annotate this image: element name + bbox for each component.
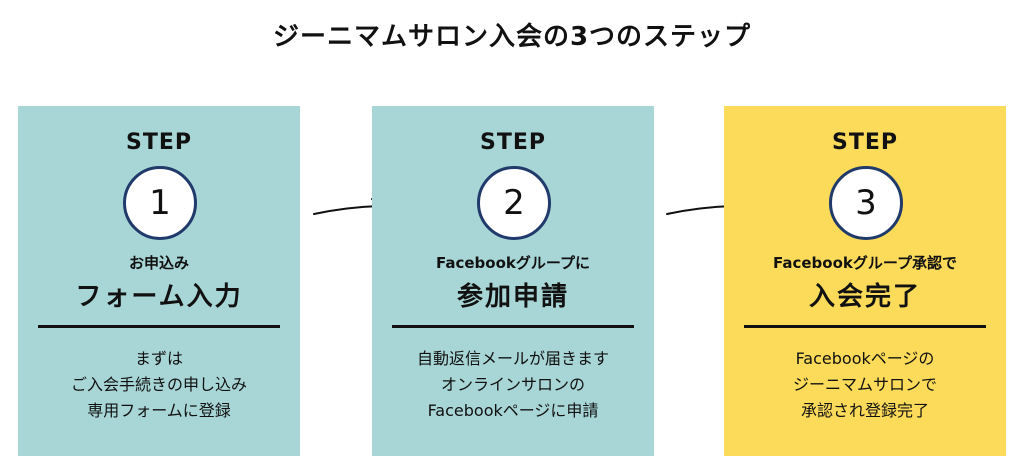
description-line: オンラインサロンの xyxy=(440,375,585,394)
step-heading: 入会完了 xyxy=(808,282,921,312)
step-subtitle: Facebookグループに xyxy=(436,254,590,272)
step-card-2: STEP 2 Facebookグループに 参加申請 自動返信メールが届きます オ… xyxy=(372,106,654,456)
description-line: Facebookページの xyxy=(795,349,935,368)
step-number-badge: 1 xyxy=(123,166,197,240)
description-line: ご入会手続きの申し込み xyxy=(70,375,247,394)
page-title: ジーニマムサロン入会の3つのステップ xyxy=(272,22,752,52)
step-card-1: STEP 1 お申込み フォーム入力 まずは ご入会手続きの申し込み 専用フォー… xyxy=(18,106,300,456)
description-line: ジーニマムサロンで xyxy=(792,375,937,394)
step-heading: フォーム入力 xyxy=(75,282,243,312)
divider xyxy=(392,325,634,328)
step-description: 自動返信メールが届きます オンラインサロンの Facebookページに申請 xyxy=(372,346,654,424)
description-line: 専用フォームに登録 xyxy=(87,401,231,420)
step-description: Facebookページの ジーニマムサロンで 承認され登録完了 xyxy=(724,346,1006,424)
step-number-badge: 3 xyxy=(829,166,903,240)
description-line: Facebookページに申請 xyxy=(427,401,599,420)
description-line: まずは xyxy=(134,349,183,368)
step-heading: 参加申請 xyxy=(456,282,569,312)
step-label: STEP xyxy=(479,130,546,155)
step-label: STEP xyxy=(831,130,898,155)
description-line: 承認され登録完了 xyxy=(800,401,929,420)
step-subtitle: お申込み xyxy=(128,254,189,272)
step-description: まずは ご入会手続きの申し込み 専用フォームに登録 xyxy=(18,346,300,424)
divider xyxy=(38,325,280,328)
step-card-3: STEP 3 Facebookグループ承認で 入会完了 Facebookページの… xyxy=(724,106,1006,456)
step-label: STEP xyxy=(125,130,192,155)
step-number-badge: 2 xyxy=(477,166,551,240)
step-subtitle: Facebookグループ承認で xyxy=(773,254,957,272)
description-line: 自動返信メールが届きます xyxy=(416,349,609,368)
divider xyxy=(744,325,986,328)
